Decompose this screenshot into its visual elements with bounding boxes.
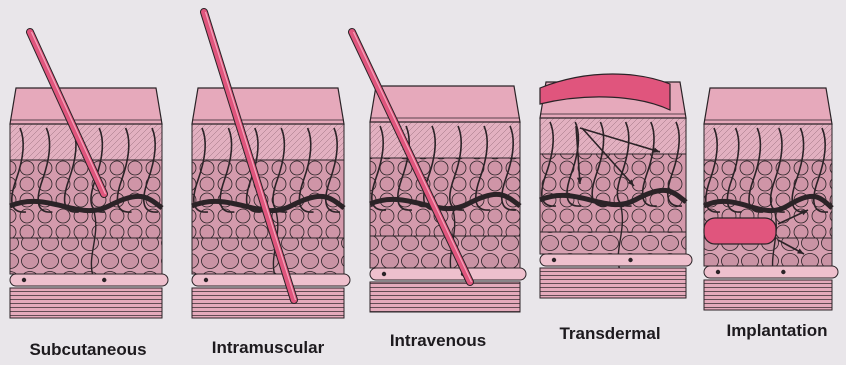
skin-surface	[10, 88, 162, 124]
fascia-dot	[382, 272, 386, 276]
dermis-layer	[540, 118, 686, 154]
fascia-band	[370, 268, 526, 280]
panel-transdermal	[540, 74, 692, 298]
fascia-dot	[628, 258, 632, 262]
base-layer	[192, 288, 344, 318]
label-implantation: Implantation	[726, 321, 827, 341]
fascia-dot	[204, 278, 208, 282]
dermis-layer	[704, 124, 832, 160]
muscle-layer	[10, 238, 162, 274]
fascia-band	[10, 274, 168, 286]
fascia-band	[704, 266, 838, 278]
dermis-layer	[192, 124, 344, 160]
base-layer	[10, 288, 162, 318]
skin-surface	[704, 88, 832, 124]
skin-surface	[192, 88, 344, 124]
fascia-dot	[716, 270, 720, 274]
panel-intravenous	[352, 32, 526, 312]
base-layer	[540, 268, 686, 298]
implant-rod	[704, 218, 776, 244]
muscle-layer	[192, 238, 344, 274]
base-layer	[370, 282, 520, 312]
label-subcutaneous: Subcutaneous	[29, 340, 146, 360]
panel-implantation	[704, 88, 838, 310]
base-layer	[704, 280, 832, 310]
fascia-band	[540, 254, 692, 266]
label-transdermal: Transdermal	[559, 324, 660, 344]
muscle-layer	[370, 236, 520, 268]
panel-intramuscular	[192, 12, 350, 318]
label-intravenous: Intravenous	[390, 331, 486, 351]
dermis-layer	[370, 122, 520, 158]
fascia-dot	[552, 258, 556, 262]
label-intramuscular: Intramuscular	[212, 338, 324, 358]
muscle-layer	[540, 232, 686, 254]
fascia-dot	[22, 278, 26, 282]
fascia-dot	[781, 270, 785, 274]
fascia-band	[192, 274, 350, 286]
fascia-dot	[102, 278, 106, 282]
panel-subcutaneous	[10, 32, 168, 318]
